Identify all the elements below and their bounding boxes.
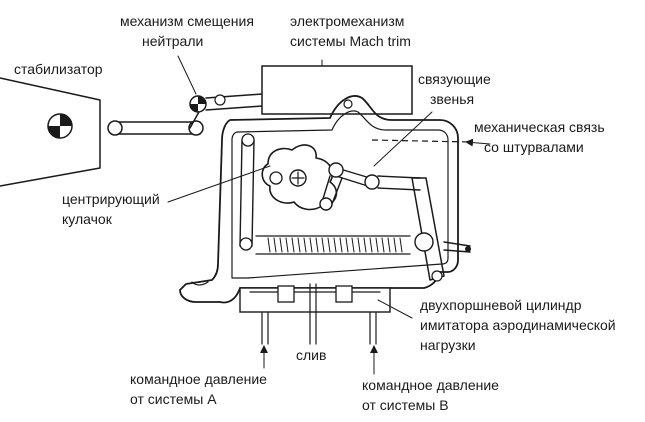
neutral-shift-mechanism — [189, 93, 263, 113]
label-pressure-a-line1: командное давление — [130, 371, 267, 387]
feel-unit-housing — [179, 95, 459, 304]
leader-lines — [167, 55, 491, 375]
label-cam-line2: кулачок — [62, 211, 113, 227]
label-drain: слив — [296, 347, 326, 363]
label-mech-link-line1: механическая связь — [474, 119, 605, 135]
label-electromech-line2: системы Mach trim — [290, 33, 411, 49]
label-mech-link-line2: со штурвалами — [484, 139, 584, 155]
label-cylinder-line1: двухпоршневой цилиндр — [420, 297, 582, 313]
label-links-line1: связующие — [418, 71, 491, 87]
label-stabilizer: стабилизатор — [14, 61, 103, 77]
connecting-links — [319, 162, 421, 211]
label-pressure-a-line2: от системы А — [130, 391, 217, 407]
control-column-link — [371, 139, 471, 143]
label-cam-line1: центрирующий — [62, 191, 160, 207]
right-lever — [411, 177, 471, 282]
stabilizer-rod — [107, 109, 204, 136]
label-pressure-b-line2: от системы В — [362, 397, 449, 413]
stabilizer-body — [0, 77, 101, 187]
label-cylinder-line3: нагрузки — [420, 337, 476, 353]
centering-cam — [261, 144, 338, 211]
label-links-line2: звенья — [430, 91, 474, 107]
spring — [255, 235, 411, 255]
label-cylinder-line2: имитатора аэродинамической — [420, 317, 616, 333]
cam-arm — [239, 133, 255, 251]
label-electromech-line1: электромеханизм — [290, 13, 404, 29]
label-neutral-shift-line2: нейтрали — [142, 33, 203, 49]
label-pressure-b-line1: командное давление — [362, 377, 499, 393]
hydraulic-pipes — [261, 311, 377, 345]
twin-piston-cylinder — [239, 283, 391, 313]
label-neutral-shift-line1: механизм смещения — [120, 13, 254, 29]
